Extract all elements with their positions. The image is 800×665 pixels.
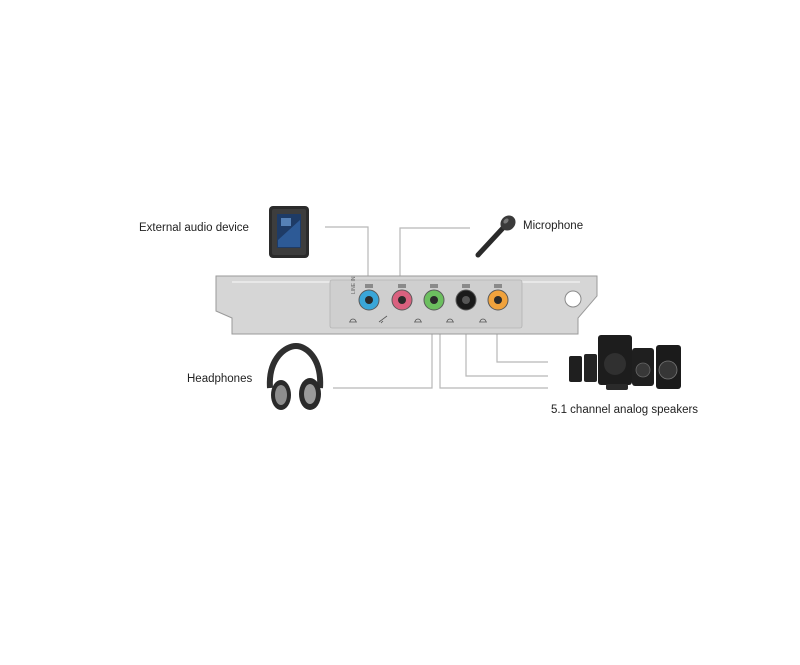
line-speaker-front xyxy=(465,330,548,377)
headphones-label: Headphones xyxy=(187,373,253,385)
portable-player-icon xyxy=(269,206,309,258)
jack-mic-in xyxy=(391,284,413,311)
jack-rear-out xyxy=(455,284,477,311)
line-speaker-rear xyxy=(439,330,548,389)
line-headphones xyxy=(333,330,433,389)
speakers-label: 5.1 channel analog speakers xyxy=(551,404,699,416)
line-microphone xyxy=(399,227,470,284)
speaker-system-icon xyxy=(569,335,681,390)
jack-line-in: LINE IN xyxy=(351,276,380,311)
bracket-screw-hole xyxy=(564,290,582,308)
headphones-icon xyxy=(266,342,324,410)
microphone-icon xyxy=(475,215,516,258)
svg-text:LINE IN: LINE IN xyxy=(351,276,357,294)
line-external-device xyxy=(325,226,369,284)
audio-jacks: LINE IN xyxy=(349,276,509,324)
microphone-label: Microphone xyxy=(523,220,584,232)
line-speaker-center xyxy=(496,330,548,363)
jack-front-out xyxy=(423,284,445,311)
connector-lines xyxy=(325,226,548,389)
jack-center-sub-out xyxy=(487,284,509,311)
jack-symbols xyxy=(349,315,487,324)
external-audio-device-label: External audio device xyxy=(139,222,249,234)
